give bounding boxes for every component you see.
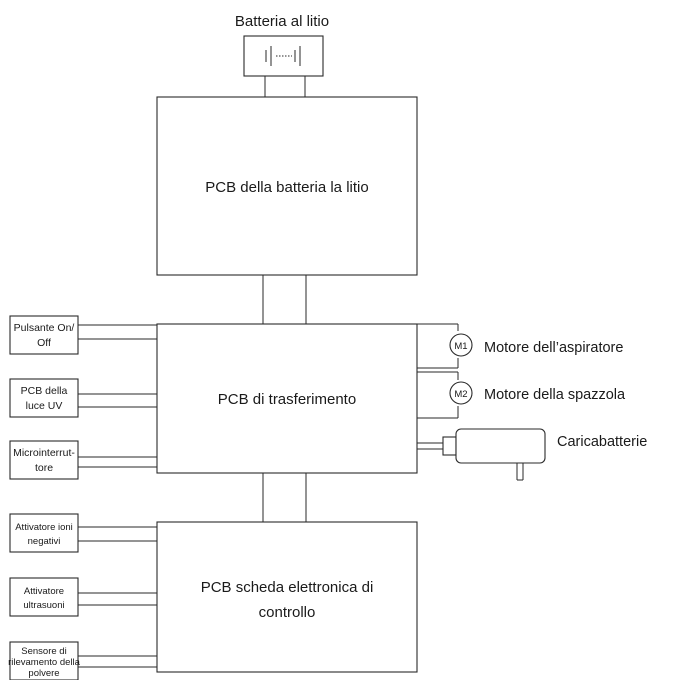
- charger-label: Caricabatterie: [557, 434, 647, 450]
- control-pcb-box: [156, 521, 418, 673]
- svg-text:tore: tore: [35, 462, 53, 474]
- input-microswitch: Microinterrut- tore: [9, 440, 157, 480]
- motor-brush-label: Motore della spazzola: [484, 387, 626, 403]
- svg-text:Attivatore ioni: Attivatore ioni: [15, 522, 73, 533]
- battery-title: Batteria al litio: [235, 13, 329, 30]
- svg-text:PCB della: PCB della: [21, 385, 68, 397]
- svg-text:Attivatore: Attivatore: [24, 586, 64, 597]
- svg-text:Microinterrut-: Microinterrut-: [13, 447, 75, 459]
- motor-brush: M2 Motore della spazzola: [417, 371, 626, 419]
- input-dust-sensor: Sensore di rilevamento della polvere: [8, 641, 157, 680]
- input-uv-light-pcb: PCB della luce UV: [9, 378, 157, 418]
- svg-text:Pulsante On/: Pulsante On/: [14, 322, 75, 334]
- motor-m1-icon: [449, 333, 473, 357]
- control-pcb-label-line1: PCB scheda elettronica di: [201, 579, 374, 596]
- svg-text:luce UV: luce UV: [26, 400, 63, 412]
- charger-icon: [455, 428, 546, 464]
- input-ultrasound-activator: Attivatore ultrasuoni: [9, 577, 157, 617]
- battery-pcb-label: PCB della batteria la litio: [205, 179, 368, 196]
- svg-text:M2: M2: [454, 389, 467, 400]
- svg-text:negativi: negativi: [28, 536, 61, 547]
- battery-pcb-box: [156, 96, 418, 276]
- input-on-off-button: Pulsante On/ Off: [9, 315, 157, 355]
- motor-suction: M1 Motore dell’aspiratore: [417, 323, 623, 369]
- svg-text:M1: M1: [454, 341, 467, 352]
- control-pcb-label-line2: controllo: [259, 604, 316, 621]
- svg-text:polvere: polvere: [28, 668, 59, 679]
- motor-m2-icon: [449, 381, 473, 405]
- svg-text:Off: Off: [37, 337, 51, 349]
- svg-text:ultrasuoni: ultrasuoni: [23, 600, 64, 611]
- battery-icon: [265, 46, 301, 66]
- transfer-pcb-box: [156, 323, 418, 474]
- svg-text:Sensore di: Sensore di: [21, 646, 66, 657]
- charger: Caricabatterie: [417, 428, 647, 481]
- transfer-pcb-label: PCB di trasferimento: [218, 391, 356, 408]
- input-negative-ion-activator: Attivatore ioni negativi: [9, 513, 157, 553]
- motor-suction-label: Motore dell’aspiratore: [484, 340, 623, 356]
- svg-text:rilevamento della: rilevamento della: [8, 657, 81, 668]
